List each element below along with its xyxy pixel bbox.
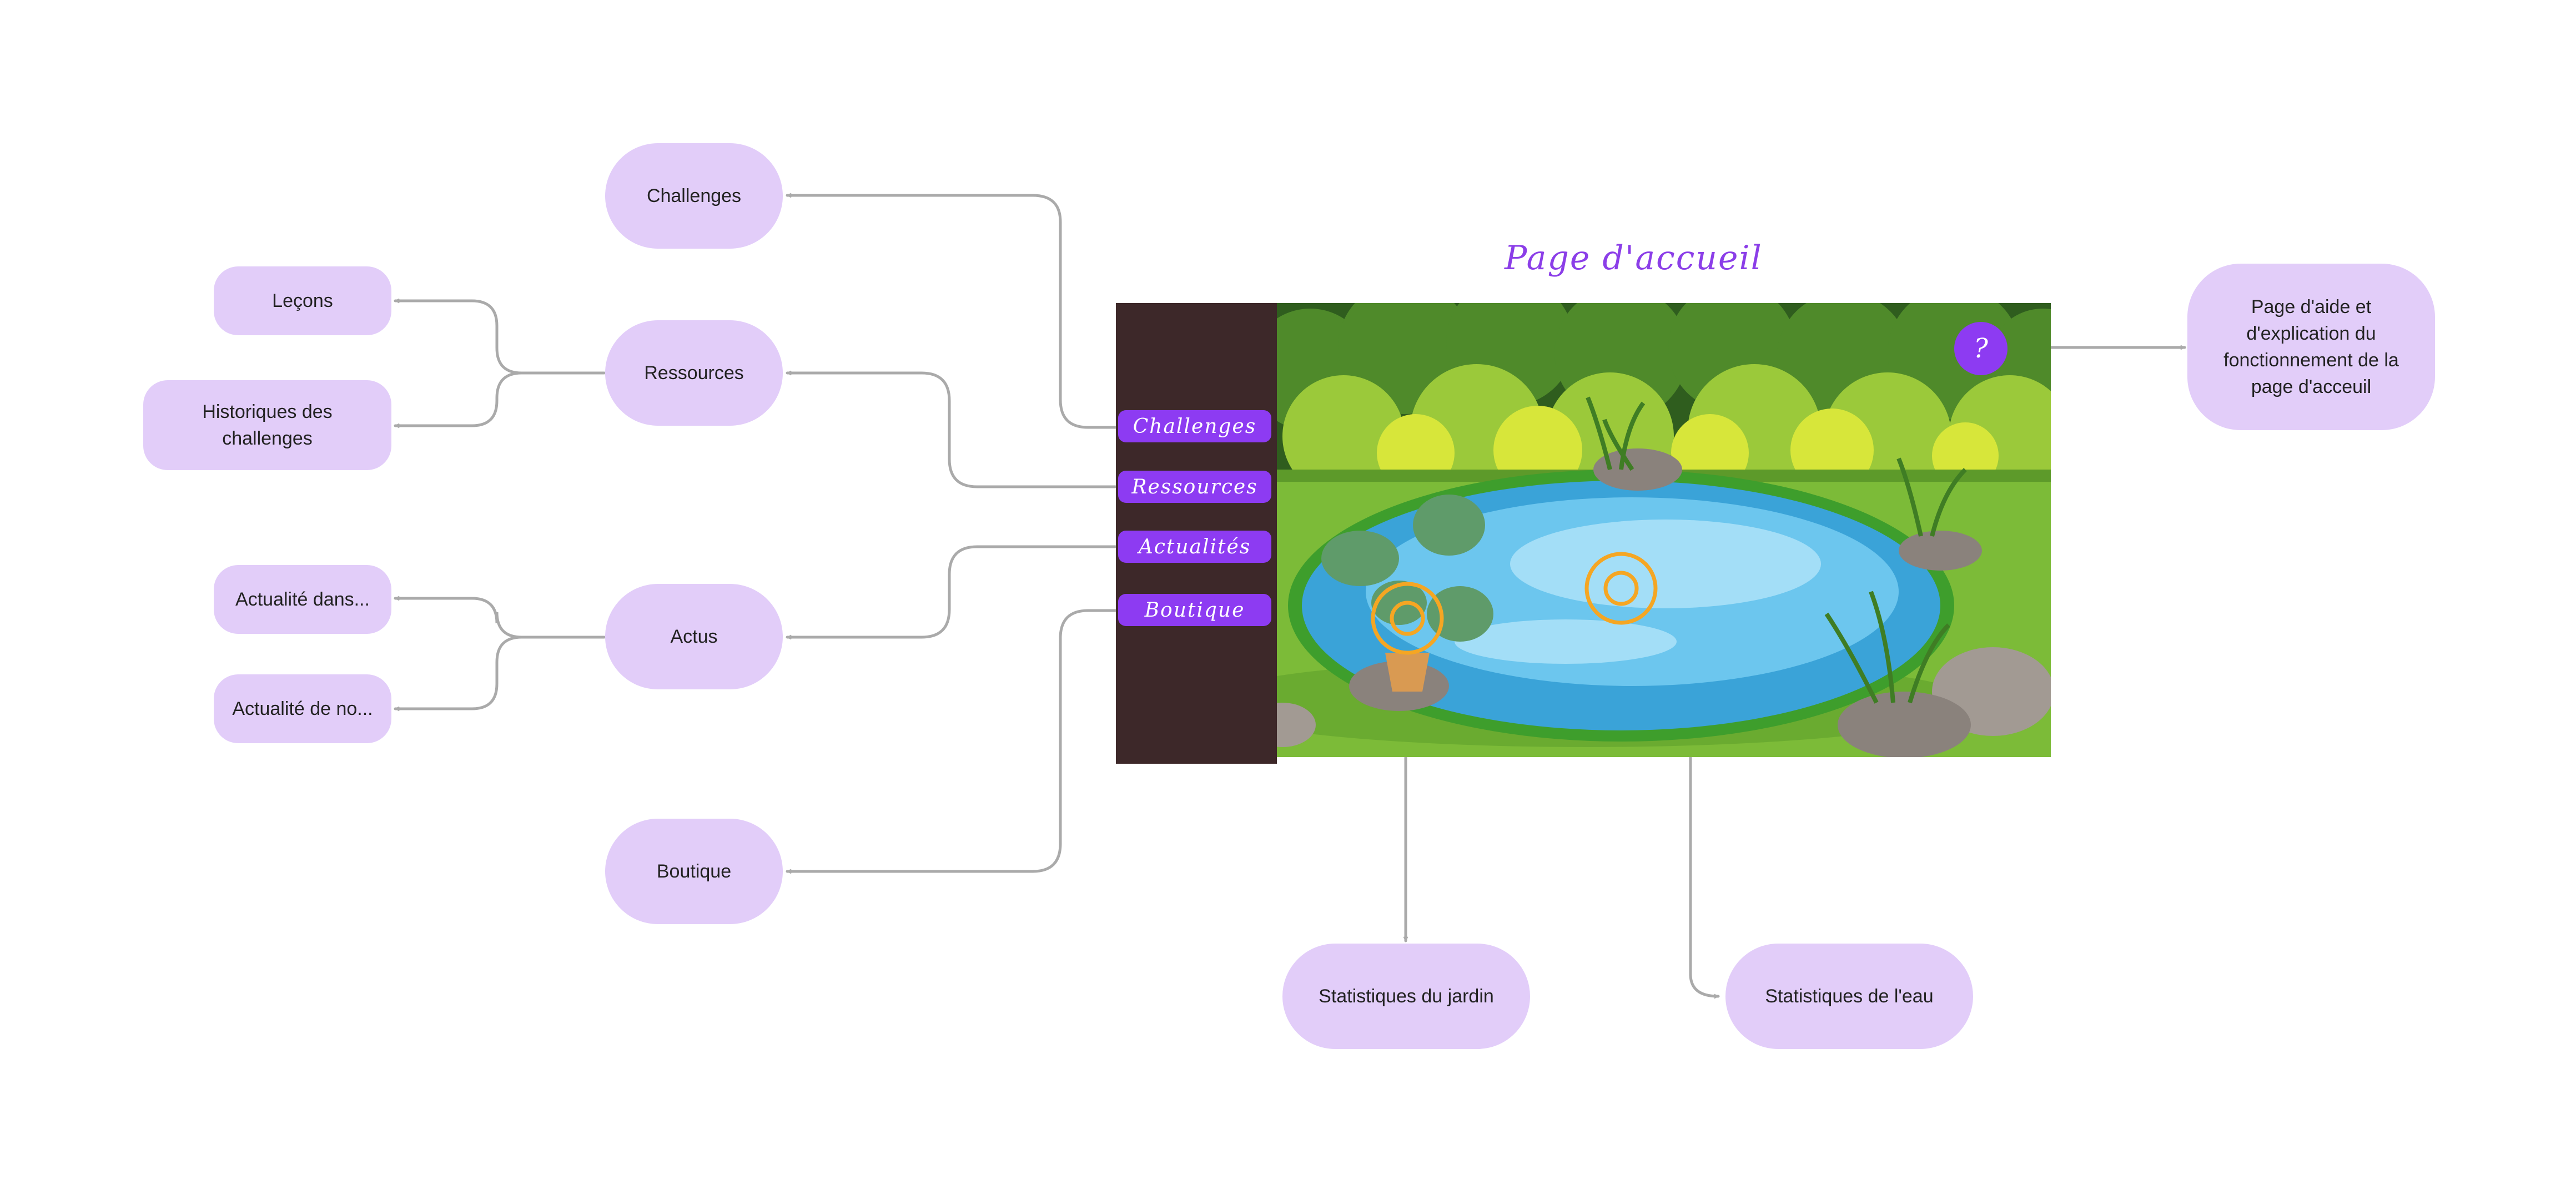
edge-actualite-dans <box>394 598 606 639</box>
node-actus: Actus <box>605 584 783 689</box>
edge-lecons <box>394 301 606 375</box>
menu-button-actualites[interactable]: Actualités <box>1118 531 1271 563</box>
node-actualite-de-no: Actualité de no... <box>214 674 391 743</box>
node-page-aide: Page d'aide et d'explication du fonction… <box>2187 264 2435 430</box>
menu-button-boutique[interactable]: Boutique <box>1118 594 1271 626</box>
menu-button-ressources[interactable]: Ressources <box>1118 471 1271 503</box>
node-lecons: Leçons <box>214 266 391 335</box>
node-ressources: Ressources <box>605 320 783 426</box>
node-historiques: Historiques des challenges <box>143 380 391 470</box>
garden-pond-illustration <box>1277 303 2051 757</box>
node-statistiques-eau: Statistiques de l'eau <box>1725 944 1973 1049</box>
edge-actus <box>786 545 1118 637</box>
edge-actualite-de-no <box>394 636 606 709</box>
water-hotspot-icon <box>1584 552 1658 625</box>
node-boutique: Boutique <box>605 819 783 924</box>
node-challenges: Challenges <box>605 143 783 249</box>
edge-boutique <box>786 609 1118 871</box>
edge-ressources <box>786 373 1118 488</box>
menu-button-challenges[interactable]: Challenges <box>1118 410 1271 442</box>
edge-challenges <box>786 195 1118 429</box>
garden-hotspot-icon <box>1371 582 1444 655</box>
page-title: Page d'accueil <box>1505 239 1763 278</box>
edge-historiques <box>394 371 606 426</box>
node-statistiques-jardin: Statistiques du jardin <box>1282 944 1530 1049</box>
node-actualite-dans: Actualité dans... <box>214 565 391 634</box>
help-icon[interactable]: ? <box>1954 322 2008 375</box>
